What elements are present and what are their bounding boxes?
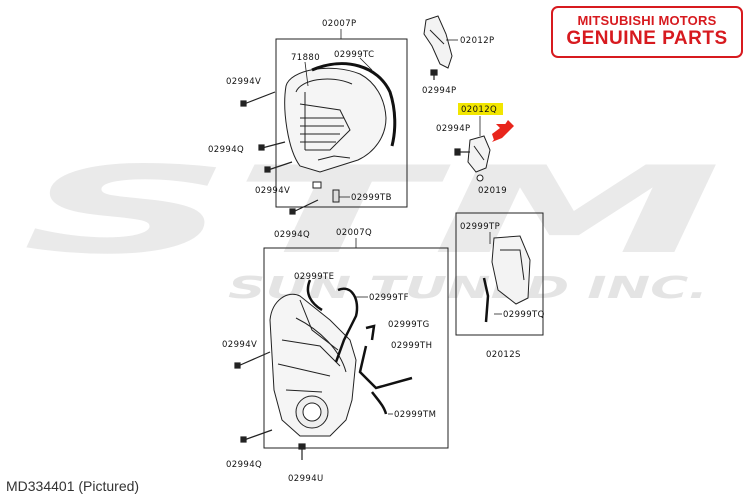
badge-brand: MITSUBISHI MOTORS	[577, 13, 717, 28]
red-pointer-arrow-icon	[492, 120, 514, 142]
bolt-icon	[289, 199, 319, 215]
part-label-02019: 02019	[478, 186, 507, 196]
part-label-02999TG: 02999TG	[388, 320, 430, 330]
highlight-02012Q	[458, 103, 503, 115]
bolt-icon	[454, 148, 470, 156]
part-label-02999TC: 02999TC	[334, 50, 374, 60]
leader-line	[304, 61, 309, 87]
bracket-02012P	[423, 15, 453, 69]
part-label-02994Q-upper: 02994Q	[208, 145, 244, 155]
part-label-02999TE: 02999TE	[294, 272, 334, 282]
bolt-icon	[240, 429, 273, 443]
cover-edge	[295, 317, 347, 373]
part-label-02012S: 02012S	[486, 350, 521, 360]
bolt-icon	[298, 443, 306, 460]
part-label-02994V-upper: 02994V	[226, 77, 261, 87]
lower-timing-cover	[269, 293, 357, 437]
stm-watermark: STM SUN TUNED INC.	[22, 142, 722, 306]
part-label-02999TP: 02999TP	[460, 222, 500, 232]
bracket-02012S	[491, 235, 531, 305]
upper-cover-group-box	[275, 38, 408, 208]
badge-title: GENUINE PARTS	[566, 28, 728, 49]
bolt-icon	[240, 91, 276, 107]
bolt-icon	[430, 69, 438, 80]
gasket-02999TC	[311, 62, 397, 147]
bolt-icon	[258, 141, 286, 151]
part-label-02994V-lower: 02994V	[222, 340, 257, 350]
part-label-02007Q: 02007Q	[336, 228, 372, 238]
part-label-02999TM: 02999TM	[394, 410, 436, 420]
seal-02999TB	[332, 189, 340, 203]
part-label-02994Q-lower: 02994Q	[226, 460, 262, 470]
bolt-icon	[234, 351, 271, 369]
part-label-02012P: 02012P	[460, 36, 495, 46]
part-label-02012Q: 02012Q	[461, 105, 497, 115]
washer-02019	[476, 174, 484, 182]
part-label-02994U: 02994U	[288, 474, 324, 484]
part-label-02999TH: 02999TH	[391, 341, 432, 351]
gasket-02999TF	[334, 287, 359, 363]
part-label-71880: 71880	[291, 53, 320, 63]
part-number-caption: MD334401 (Pictured)	[6, 478, 140, 494]
part-label-02999TB: 02999TB	[351, 193, 392, 203]
genuine-parts-badge: MITSUBISHI MOTORS GENUINE PARTS	[551, 6, 743, 58]
part-label-02999TF: 02999TF	[369, 293, 409, 303]
gasket-02999TE	[306, 279, 323, 312]
gasket-02999TP	[482, 277, 490, 323]
part-label-02994P-top: 02994P	[422, 86, 457, 96]
gasket-02999TH	[358, 345, 413, 390]
bracket-group-box	[455, 212, 544, 336]
bracket-02012Q	[467, 135, 491, 173]
upper-timing-cover	[284, 67, 387, 173]
bolt-icon	[264, 161, 293, 173]
part-label-02007P: 02007P	[322, 19, 357, 29]
part-label-02994Q-mid: 02994Q	[274, 230, 310, 240]
leader-line	[359, 57, 373, 71]
gasket-02999TG	[365, 324, 376, 341]
gasket-02999TM	[371, 391, 388, 415]
clip-part	[312, 181, 322, 189]
watermark-logo: STM	[22, 142, 722, 281]
part-label-02999TQ: 02999TQ	[503, 310, 545, 320]
part-label-02994V-mid: 02994V	[255, 186, 290, 196]
part-label-02994P-mid: 02994P	[436, 124, 471, 134]
